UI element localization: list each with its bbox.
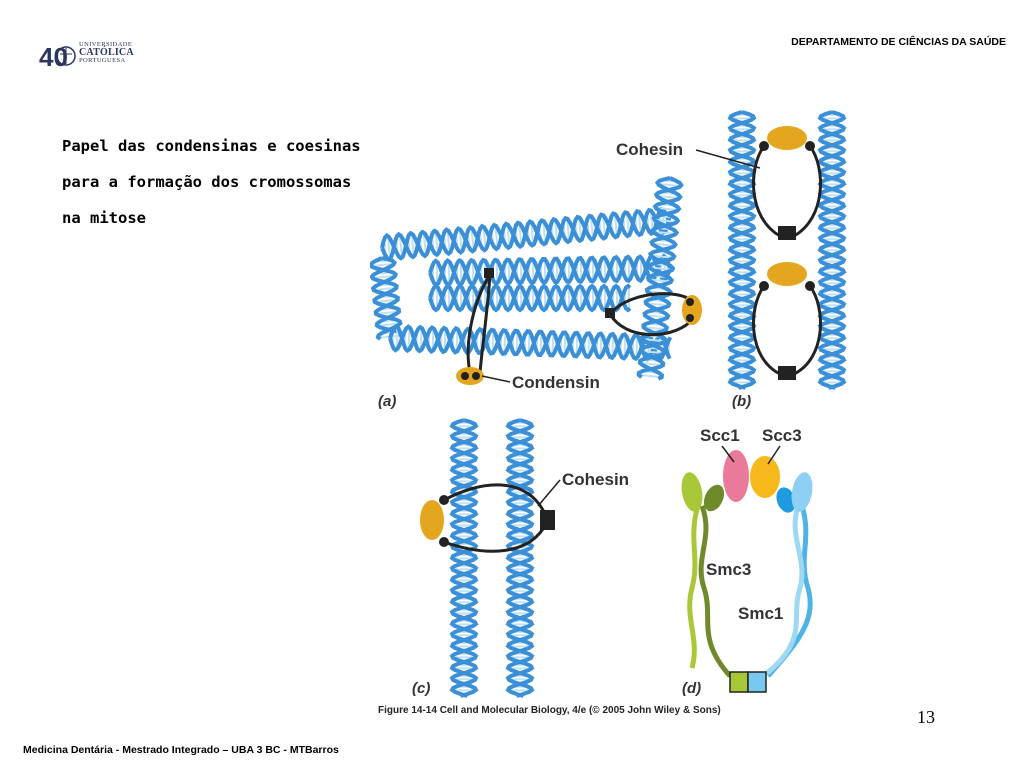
scc3-label: Scc3 [762,426,802,445]
figure-caption: Figure 14-14 Cell and Molecular Biology,… [378,705,721,716]
dna-helix [388,323,673,363]
logo-emblem-icon: 40 [39,42,76,72]
scc3-subunit-icon [750,456,780,498]
dna-helix [380,206,673,262]
dna-helix [428,253,672,288]
dna-helix [505,418,535,698]
logo-line-1: UNIVERSIDADE [79,41,133,48]
slide-title: Papel das condensinas e coesinas para a … [62,128,407,236]
panel-c-diagram: Cohesin (c) [412,418,629,698]
page-number: 13 [917,707,935,727]
condensin-complex [456,268,702,385]
dna-helix [817,110,847,390]
title-line-3: na mitose [62,209,146,227]
logo-text: UNIVERSIDADE CATÓLICA PORTUGUESA [79,41,134,65]
panel-a-diagram: Condensin (a) [368,176,702,410]
title-line-1: Papel das condensinas e coesinas [62,137,361,155]
scc1-subunit-icon [723,450,749,502]
condensin-label: Condensin [512,373,600,392]
dna-helix [449,418,479,698]
title-line-2: para a formação dos cromossomas [62,173,352,191]
department-header: DEPARTAMENTO DE CIÊNCIAS DA SAÚDE [791,36,1006,48]
cohesin-condensin-figure: Condensin (a) Cohesin (b) [368,108,850,720]
smc3-label: Smc3 [706,560,751,579]
smc1-head-icon [791,472,813,512]
panel-a-label: (a) [378,393,396,410]
university-logo: 40 [38,40,138,72]
panel-b-label: (b) [732,393,751,410]
smc3-head-icon [681,472,703,512]
cohesin-label-b: Cohesin [616,140,683,159]
dna-helix [428,283,632,313]
cohesin-ring-c [420,483,555,553]
cohesin-label-c: Cohesin [562,470,629,489]
scc1-label: Scc1 [700,426,740,445]
logo-line-3: PORTUGUESA [79,57,126,64]
cohesin-ring-top [752,126,822,240]
panel-d-label: (d) [682,680,701,697]
smc1-label: Smc1 [738,604,783,623]
footer-text: Medicina Dentária - Mestrado Integrado –… [23,744,339,756]
logo-number: 40 [39,42,68,72]
cohesin-ring-bottom [752,262,822,380]
panel-c-label: (c) [412,680,430,697]
panel-d-diagram: Scc1 Scc3 Smc3 Smc1 (d) [681,426,813,697]
dna-helix [727,110,757,390]
logo-line-2: CATÓLICA [79,47,134,58]
dna-helix [636,176,684,381]
panel-b-diagram: Cohesin (b) [616,110,847,410]
